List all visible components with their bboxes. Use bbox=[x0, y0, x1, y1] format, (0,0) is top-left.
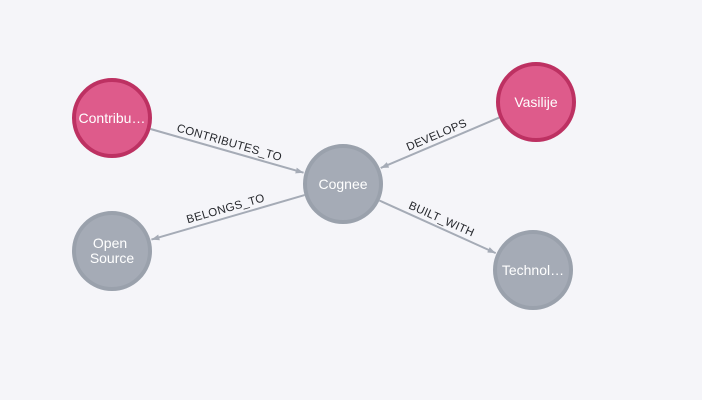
node-circle-cognee[interactable] bbox=[303, 144, 383, 224]
edge-line-belongs-to[interactable] bbox=[151, 194, 305, 241]
node-circle-contributors[interactable] bbox=[72, 78, 152, 158]
edge-line-contributes-to[interactable] bbox=[150, 128, 304, 174]
node-circle-vasilije[interactable] bbox=[496, 62, 576, 142]
edge-line-develops[interactable] bbox=[380, 116, 500, 169]
node-circle-technologies[interactable] bbox=[493, 230, 573, 310]
node-circle-open-source[interactable] bbox=[72, 211, 152, 291]
node-vasilije[interactable]: Vasilije bbox=[496, 62, 576, 142]
node-technologies[interactable]: Technol… bbox=[493, 230, 573, 310]
node-contributors[interactable]: Contribu… bbox=[72, 78, 152, 158]
node-open-source[interactable]: Open Source bbox=[72, 211, 152, 291]
node-cognee[interactable]: Cognee bbox=[303, 144, 383, 224]
edge-line-built-with[interactable] bbox=[378, 199, 497, 255]
